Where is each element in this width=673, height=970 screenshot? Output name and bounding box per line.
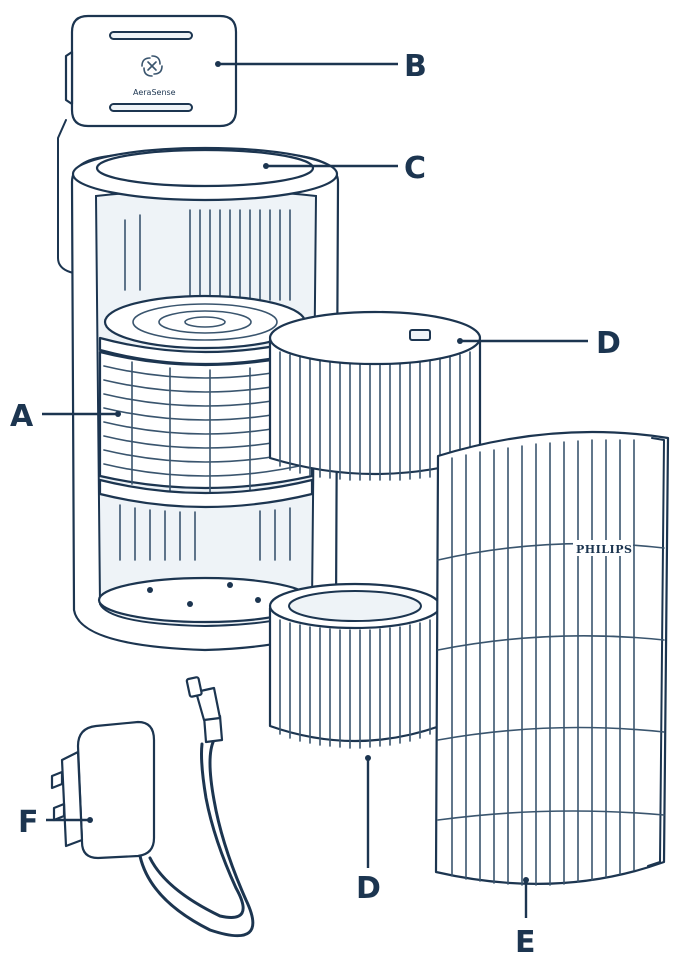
filter-bottom-d (268, 582, 442, 749)
callout-d-top: D (596, 326, 621, 361)
power-adapter-f (50, 676, 255, 938)
front-cover-e: PHILIPS (434, 430, 670, 886)
callout-e: E (515, 925, 536, 960)
philips-brand-text: PHILIPS (576, 543, 632, 556)
aerasense-swirl-icon (141, 55, 163, 77)
callout-d-bottom: D (356, 871, 381, 906)
callout-c: C (404, 151, 426, 186)
sensor-logo-text: AeraSense (133, 88, 176, 97)
housing (70, 146, 340, 652)
callout-b: B (404, 49, 427, 84)
callout-f: F (18, 805, 39, 840)
callout-a: A (10, 399, 34, 434)
callout-leaders (42, 61, 588, 918)
sensor-panel-b: AeraSense (64, 14, 238, 128)
sensor-cable (57, 119, 85, 277)
